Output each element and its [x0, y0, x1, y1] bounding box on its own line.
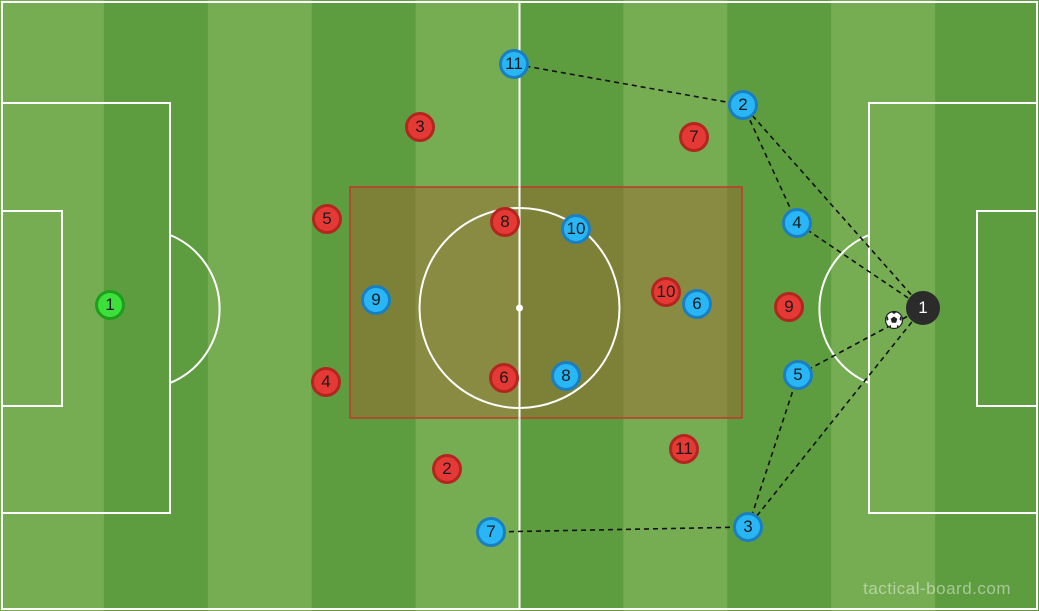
passing-line	[742, 104, 924, 309]
center-circle	[418, 207, 621, 409]
blue-player-9[interactable]: 9	[361, 285, 391, 315]
blue-player-10[interactable]: 10	[561, 214, 591, 244]
pitch-stripe	[207, 0, 313, 611]
left-goal-area	[1, 210, 63, 407]
pitch-stripe	[415, 0, 520, 611]
passing-line	[797, 307, 924, 376]
right-penalty-arc	[818, 234, 870, 384]
red-player-7[interactable]: 7	[679, 122, 709, 152]
away-goalkeeper-1[interactable]: 1	[906, 291, 940, 325]
passing-line	[747, 307, 924, 528]
red-player-8[interactable]: 8	[490, 207, 520, 237]
blue-player-11[interactable]: 11	[499, 49, 529, 79]
left-penalty-arc	[169, 234, 221, 384]
blue-player-5[interactable]: 5	[783, 360, 813, 390]
watermark: tactical-board.com	[863, 579, 1011, 598]
passing-line	[742, 104, 798, 224]
red-player-11[interactable]: 11	[669, 434, 699, 464]
blue-player-2[interactable]: 2	[728, 90, 758, 120]
passing-line	[796, 222, 924, 309]
red-player-9[interactable]: 9	[774, 292, 804, 322]
red-player-3[interactable]: 3	[405, 112, 435, 142]
blue-player-8[interactable]: 8	[551, 361, 581, 391]
blue-player-4[interactable]: 4	[782, 208, 812, 238]
pitch-stripe	[519, 0, 624, 611]
blue-player-7[interactable]: 7	[476, 517, 506, 547]
passing-line	[513, 63, 744, 106]
passing-lines	[490, 63, 924, 533]
red-player-5[interactable]: 5	[312, 204, 342, 234]
passing-line	[490, 526, 749, 533]
pitch-stripe	[0, 0, 105, 611]
home-goalkeeper-1[interactable]: 1	[95, 290, 125, 320]
red-player-10[interactable]: 10	[651, 277, 681, 307]
blue-player-6[interactable]: 6	[682, 289, 712, 319]
red-player-6[interactable]: 6	[489, 363, 519, 393]
right-goal-area	[976, 210, 1038, 407]
blue-player-3[interactable]: 3	[733, 512, 763, 542]
pitch-stripe	[935, 0, 1039, 611]
center-spot	[516, 304, 523, 312]
red-player-2[interactable]: 2	[432, 454, 462, 484]
soccer-ball-icon[interactable]	[884, 310, 904, 330]
red-player-4[interactable]: 4	[311, 367, 341, 397]
